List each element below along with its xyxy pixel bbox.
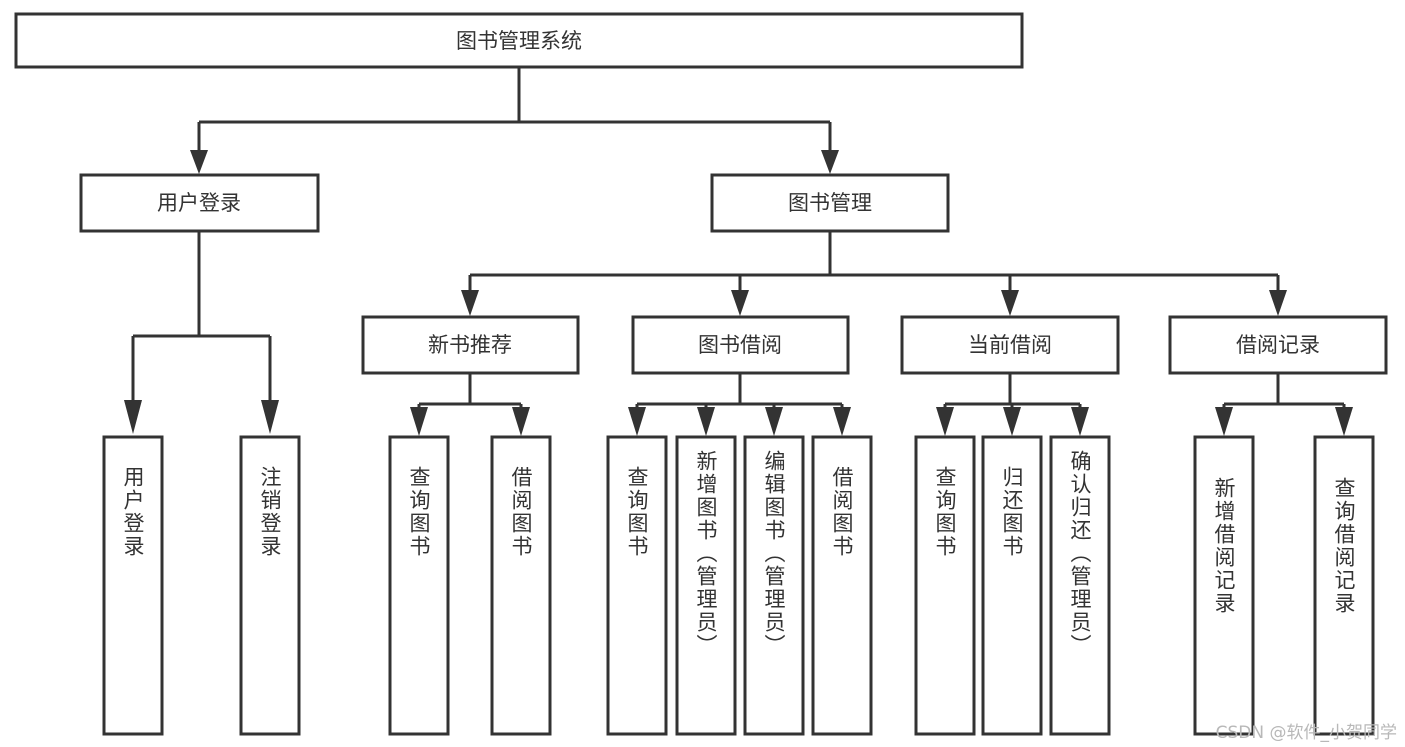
node-leaf-return-book[interactable]: 归还图书 <box>981 435 1043 736</box>
node-root[interactable]: 图书管理系统 <box>14 12 1024 69</box>
node-leaf-query-book-1-label: 查询图书 <box>407 466 431 558</box>
node-leaf-add-record-box[interactable] <box>1193 435 1255 736</box>
arrow-to-leaf-add-book <box>697 407 715 436</box>
node-borrow-record-box[interactable] <box>1168 315 1388 375</box>
node-leaf-query-book-1-box[interactable] <box>388 435 450 736</box>
arrow-to-borrow-record <box>1269 290 1287 316</box>
node-leaf-query-book-3-box[interactable] <box>914 435 976 736</box>
arrow-to-leaf-edit-book <box>765 407 783 436</box>
node-book-manage-box[interactable] <box>710 173 950 233</box>
node-leaf-query-record-label: 查询借阅记录 <box>1332 477 1356 615</box>
node-leaf-confirm-return[interactable]: 确认归还（管理员） <box>1049 435 1111 736</box>
node-root-box[interactable] <box>14 12 1024 69</box>
node-borrow-record[interactable]: 借阅记录 <box>1168 315 1388 375</box>
node-leaf-borrow-book-1[interactable]: 借阅图书 <box>490 435 552 736</box>
node-leaf-borrow-book-1-label: 借阅图书 <box>509 466 533 558</box>
node-leaf-add-record-label: 新增借阅记录 <box>1212 477 1236 615</box>
node-leaf-borrow-book-2-box[interactable] <box>811 435 873 736</box>
arrow-to-leaf-borrow-book-2 <box>833 407 851 436</box>
arrow-to-book-borrow <box>731 290 749 316</box>
node-root-label: 图书管理系统 <box>456 29 582 53</box>
node-leaf-query-book-3-label: 查询图书 <box>933 466 957 558</box>
node-user-login[interactable]: 用户登录 <box>79 173 320 233</box>
arrow-to-leaf-query-book-1 <box>410 407 428 436</box>
node-leaf-query-record[interactable]: 查询借阅记录 <box>1313 435 1375 736</box>
node-leaf-add-book-box[interactable] <box>675 435 737 736</box>
node-leaf-edit-book-label: 编辑图书（管理员） <box>762 450 786 657</box>
node-leaf-borrow-book-1-box[interactable] <box>490 435 552 736</box>
node-current-borrow[interactable]: 当前借阅 <box>900 315 1120 375</box>
arrow-to-leaf-user-logout <box>261 400 279 434</box>
node-leaf-confirm-return-box[interactable] <box>1049 435 1111 736</box>
node-book-borrow-label: 图书借阅 <box>698 333 782 357</box>
node-leaf-query-book-3[interactable]: 查询图书 <box>914 435 976 736</box>
node-leaf-add-book[interactable]: 新增图书（管理员） <box>675 435 737 736</box>
arrow-to-leaf-query-book-3 <box>936 407 954 436</box>
node-leaf-add-record[interactable]: 新增借阅记录 <box>1193 435 1255 736</box>
arrow-to-leaf-user-login <box>124 400 142 434</box>
node-leaf-query-book-2-label: 查询图书 <box>625 466 649 558</box>
node-leaf-query-book-1[interactable]: 查询图书 <box>388 435 450 736</box>
node-new-book-rec-label: 新书推荐 <box>428 333 512 357</box>
node-book-borrow-box[interactable] <box>631 315 850 375</box>
node-book-borrow[interactable]: 图书借阅 <box>631 315 850 375</box>
node-leaf-borrow-book-2[interactable]: 借阅图书 <box>811 435 873 736</box>
node-leaf-query-record-box[interactable] <box>1313 435 1375 736</box>
node-book-manage-label: 图书管理 <box>788 191 872 215</box>
arrow-to-current-borrow <box>1001 290 1019 316</box>
node-leaf-user-login[interactable]: 用户登录 <box>102 435 164 736</box>
node-leaf-borrow-book-2-label: 借阅图书 <box>830 466 854 558</box>
node-new-book-rec-box[interactable] <box>361 315 580 375</box>
arrow-to-leaf-confirm-return <box>1071 407 1089 436</box>
node-leaf-add-book-label: 新增图书（管理员） <box>694 450 718 657</box>
node-new-book-rec[interactable]: 新书推荐 <box>361 315 580 375</box>
node-current-borrow-label: 当前借阅 <box>968 333 1052 357</box>
node-borrow-record-label: 借阅记录 <box>1236 333 1320 357</box>
node-current-borrow-box[interactable] <box>900 315 1120 375</box>
node-leaf-user-logout-label: 注销登录 <box>258 466 282 558</box>
node-leaf-edit-book[interactable]: 编辑图书（管理员） <box>743 435 805 736</box>
node-leaf-return-book-box[interactable] <box>981 435 1043 736</box>
arrow-to-leaf-add-record <box>1215 407 1233 436</box>
node-user-login-label: 用户登录 <box>157 191 241 215</box>
node-leaf-user-login-label: 用户登录 <box>121 466 145 558</box>
arrow-to-leaf-query-book-2 <box>628 407 646 436</box>
node-leaf-user-login-box[interactable] <box>102 435 164 736</box>
arrow-to-user-login <box>190 150 208 174</box>
node-user-login-box[interactable] <box>79 173 320 233</box>
node-leaf-return-book-label: 归还图书 <box>1000 466 1024 558</box>
node-leaf-user-logout-box[interactable] <box>239 435 301 736</box>
node-leaf-confirm-return-label: 确认归还（管理员） <box>1068 450 1092 657</box>
node-leaf-query-book-2-box[interactable] <box>606 435 668 736</box>
node-leaf-edit-book-box[interactable] <box>743 435 805 736</box>
arrow-to-leaf-return-book <box>1003 407 1021 436</box>
arrow-to-leaf-borrow-book-1 <box>512 407 530 436</box>
connector-layer <box>124 67 1353 436</box>
arrow-to-book-manage <box>821 150 839 174</box>
node-leaf-query-book-2[interactable]: 查询图书 <box>606 435 668 736</box>
node-book-manage[interactable]: 图书管理 <box>710 173 950 233</box>
node-leaf-user-logout[interactable]: 注销登录 <box>239 435 301 736</box>
arrow-to-new-book-rec <box>461 290 479 316</box>
arrow-to-leaf-query-record <box>1335 407 1353 436</box>
